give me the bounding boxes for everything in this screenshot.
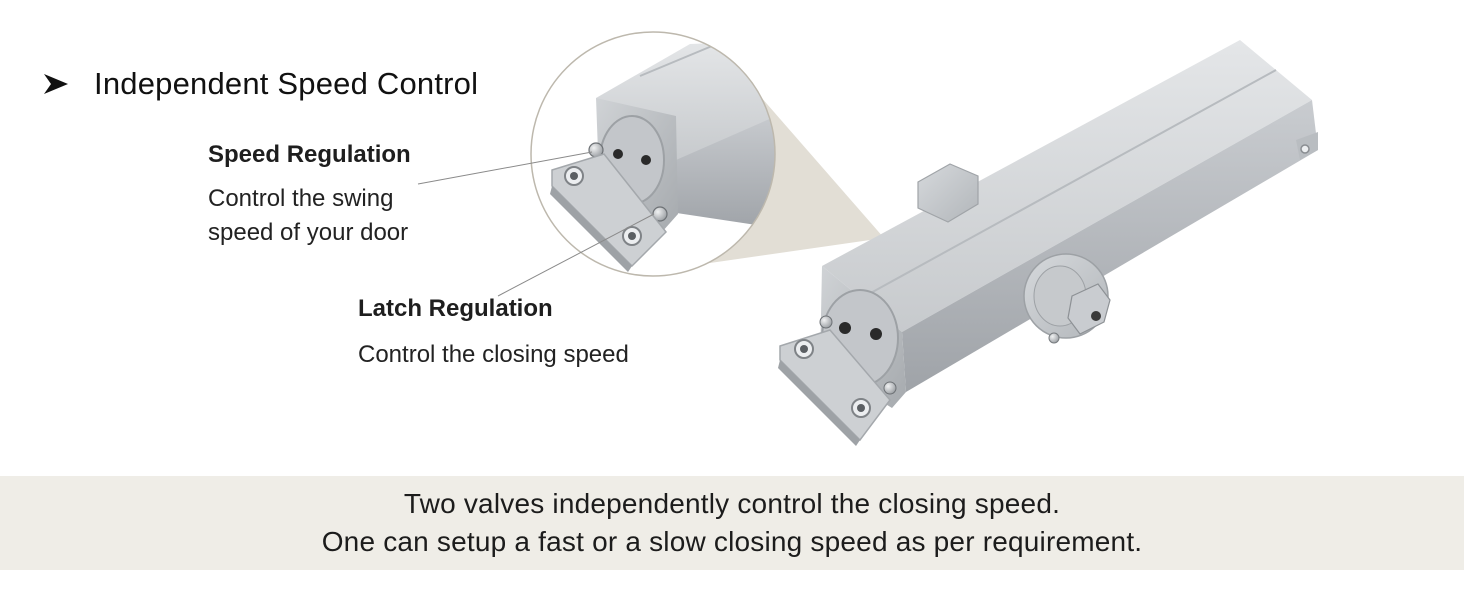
latch-regulation-title: Latch Regulation [358,295,553,322]
latch-regulation-leader-line [497,213,655,297]
arrow-bullet-icon [44,74,68,94]
caption-line-2: One can setup a fast or a slow closing s… [321,526,1143,557]
page-title: Independent Speed Control [94,66,479,101]
speed-regulation-leader-line [417,151,593,185]
heading-row: Independent Speed Control [42,60,478,108]
caption-line-1: Two valves independently control the clo… [403,488,1061,519]
speed-regulation-feature: Speed Regulation Control the swing speed… [208,140,508,250]
latch-regulation-feature: Latch Regulation Control the closing spe… [358,294,718,372]
latch-regulation-description: Control the closing speed [358,341,629,368]
caption-band: Two valves independently control the clo… [0,476,1464,570]
speed-regulation-description: Control the swing speed of your door [208,185,409,246]
door-closer-body [778,40,1318,446]
speed-regulation-title: Speed Regulation [208,141,411,168]
zoom-callout-circle [530,31,776,277]
